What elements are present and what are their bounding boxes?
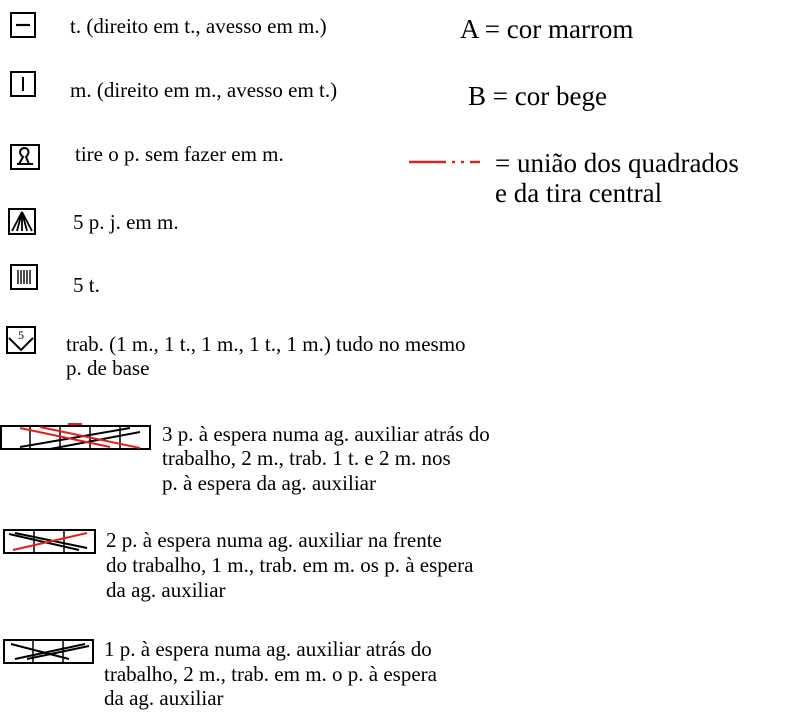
knit-bar-icon xyxy=(10,71,36,97)
red-dash-dot-line-icon xyxy=(409,160,480,164)
cable5-line-1: 3 p. à espera numa ag. auxiliar atrás do xyxy=(162,422,490,446)
cable5-line-3: p. à espera da ag. auxiliar xyxy=(162,471,376,495)
cable3back-line-3: da ag. auxiliar xyxy=(104,686,224,710)
five-together-icon xyxy=(8,208,36,235)
five-in-one-icon: 5 xyxy=(6,326,36,354)
increase5-line-2: p. de base xyxy=(66,356,150,380)
purl-dash-icon xyxy=(10,12,36,38)
purl-text: t. (direito em t., avesso em m.) xyxy=(70,14,327,38)
cable3back-line-1: 1 p. à espera numa ag. auxiliar atrás do xyxy=(104,637,432,661)
cable3front-line-3: da ag. auxiliar xyxy=(106,578,226,602)
join-label-line-2: e da tira central xyxy=(495,178,663,208)
cable-3-front-icon xyxy=(3,529,96,554)
slip-loop-icon xyxy=(10,144,40,170)
color-a-label: A = cor marrom xyxy=(460,14,634,44)
cable5-line-2: trabalho, 2 m., trab. 1 t. e 2 m. nos xyxy=(162,446,451,470)
cable3front-line-2: do trabalho, 1 m., trab. em m. os p. à e… xyxy=(106,553,474,577)
cable3front-line-1: 2 p. à espera numa ag. auxiliar na frent… xyxy=(106,528,442,552)
five-purl-bars-icon xyxy=(10,264,38,290)
cable3back-line-2: trabalho, 2 m., trab. em m. o p. à esper… xyxy=(104,662,437,686)
five-in-one-number: 5 xyxy=(18,328,24,342)
cable-5-back-icon xyxy=(0,423,151,450)
k5tog-text: 5 p. j. em m. xyxy=(73,210,179,234)
cable-3-back-icon xyxy=(3,639,94,664)
knit-text: m. (direito em m., avesso em t.) xyxy=(70,78,338,102)
color-b-label: B = cor bege xyxy=(468,81,607,111)
increase5-line-1: trab. (1 m., 1 t., 1 m., 1 t., 1 m.) tud… xyxy=(66,332,466,356)
slip-text: tire o p. sem fazer em m. xyxy=(75,142,284,166)
p5-text: 5 t. xyxy=(73,273,100,297)
join-label-line-1: = união dos quadrados xyxy=(495,148,739,178)
